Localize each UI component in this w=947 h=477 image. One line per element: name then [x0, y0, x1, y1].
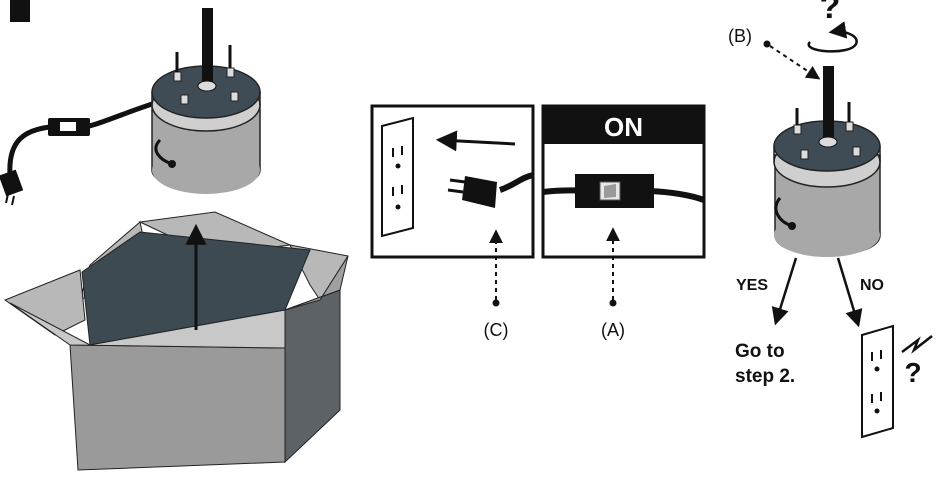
no-label: NO: [860, 277, 884, 294]
wall-outlet-right-icon: [861, 324, 894, 439]
callout-c-label: (C): [484, 320, 509, 340]
motor-right: [773, 66, 881, 257]
panel-on-label: ON: [604, 112, 643, 142]
power-cord-left: [0, 97, 166, 206]
callout-a-label: (A): [601, 320, 625, 340]
plug-icon: [447, 172, 534, 208]
open-box: [3, 211, 349, 471]
yes-label: YES: [736, 277, 768, 294]
callout-a: (A): [601, 227, 625, 340]
yes-action-line1: Go to: [735, 341, 785, 362]
callout-b-label: (B): [728, 26, 752, 46]
step-number-marker: [10, 0, 30, 22]
panel-plug-outlet: [370, 104, 535, 259]
callout-b: (B): [728, 26, 821, 80]
yes-action-line2: step 2.: [735, 366, 795, 387]
lightning-icon: [901, 335, 933, 354]
question-mark-top: ?: [820, 0, 841, 26]
wall-outlet-icon: [381, 116, 414, 238]
insert-arrow: [435, 130, 516, 152]
rotation-arrow-icon: [807, 21, 858, 53]
no-question-mark: ?: [904, 357, 921, 388]
callout-c: (C): [484, 229, 509, 340]
plug-icon-left: [0, 169, 24, 206]
panel-switch-on: ON: [541, 104, 706, 259]
motor-left: [151, 8, 261, 194]
no-arrow: [836, 257, 863, 328]
yes-arrow: [771, 257, 798, 326]
